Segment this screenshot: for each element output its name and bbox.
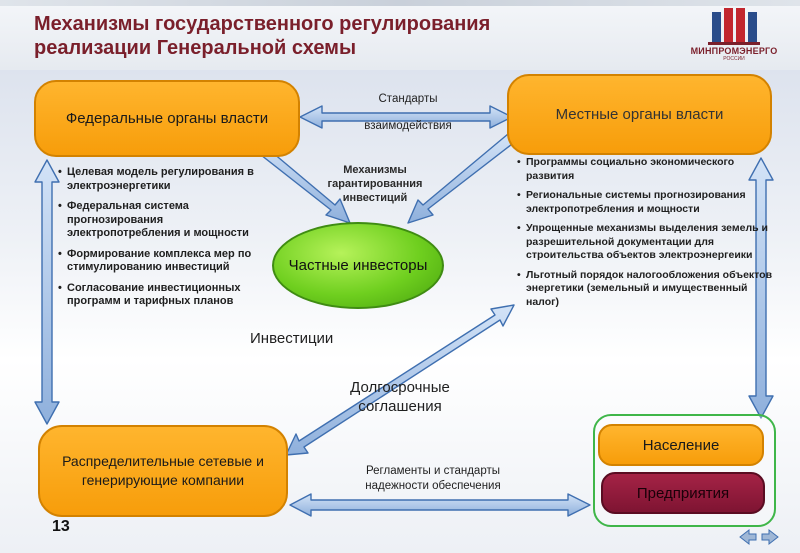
- standards-label-top: Стандарты: [378, 93, 438, 105]
- grid-companies-node: Распределительные сетевые и генерирующие…: [38, 425, 288, 517]
- regulations-arrow: [289, 493, 591, 517]
- private-investors-node: Частные инвесторы: [272, 222, 444, 309]
- list-item: Федеральная система прогнозирования элек…: [58, 200, 258, 241]
- list-item: Упрощенные механизмы выделения земель и …: [517, 222, 783, 263]
- local-authorities-node: Местные органы власти: [507, 74, 772, 155]
- ministry-emblem-icon: [708, 8, 760, 45]
- logo-name: МИНПРОМЭНЕРГО: [690, 46, 778, 56]
- header-stripe: [0, 0, 800, 6]
- list-item: Целевая модель регулирования в электроэн…: [58, 166, 258, 193]
- slide-title: Механизмы государственного регулирования…: [34, 12, 490, 60]
- list-item: Льготный порядок налогообложения объекто…: [517, 269, 783, 310]
- slide-header: Механизмы государственного регулирования…: [0, 0, 800, 70]
- ministry-logo: МИНПРОМЭНЕРГО РОССИИ: [678, 8, 790, 62]
- long-term-agreements-arrow: [285, 304, 515, 456]
- population-label: Население: [642, 436, 720, 454]
- local-to-investors-arrow: [407, 133, 517, 224]
- long-term-agreements-label: Долгосрочные соглашения: [350, 379, 450, 415]
- investment-guarantee-label: Механизмы гарантированния инвестиций: [327, 164, 423, 204]
- title-line-1: Механизмы государственного регулирования: [34, 13, 491, 35]
- federal-authorities-label: Федеральные органы власти: [65, 110, 269, 127]
- forward-arrow-icon[interactable]: [760, 528, 780, 546]
- standards-label-bottom: взаимодействия: [364, 120, 452, 132]
- grid-companies-label: Распределительные сетевые и генерирующие…: [62, 453, 264, 488]
- investments-label: Инвестиции: [250, 330, 334, 347]
- local-authorities-label: Местные органы власти: [555, 105, 724, 123]
- private-investors-label: Частные инвесторы: [288, 256, 428, 274]
- population-node: Население: [598, 424, 764, 466]
- back-arrow-icon[interactable]: [738, 528, 758, 546]
- enterprises-label: Предприятия: [636, 484, 730, 502]
- enterprises-node: Предприятия: [601, 472, 765, 514]
- list-item: Согласование инвестиционных программ и т…: [58, 282, 258, 309]
- federal-authorities-node: Федеральные органы власти: [34, 80, 300, 157]
- page-number: 13: [52, 518, 70, 535]
- left-vertical-arrow: [34, 159, 60, 425]
- list-item: Программы социально экономического разви…: [517, 156, 783, 183]
- list-item: Региональные системы прогнозирования эле…: [517, 189, 783, 216]
- title-line-2: реализации Генеральной схемы: [34, 37, 357, 59]
- federal-measures-list: Целевая модель регулирования в электроэн…: [58, 166, 258, 316]
- list-item: Формирование комплекса мер по стимулиров…: [58, 248, 258, 275]
- regulations-label: Регламенты и стандарты надежности обеспе…: [365, 465, 501, 492]
- logo-subtitle: РОССИИ: [723, 56, 745, 62]
- local-measures-list: Программы социально экономического разви…: [517, 156, 783, 315]
